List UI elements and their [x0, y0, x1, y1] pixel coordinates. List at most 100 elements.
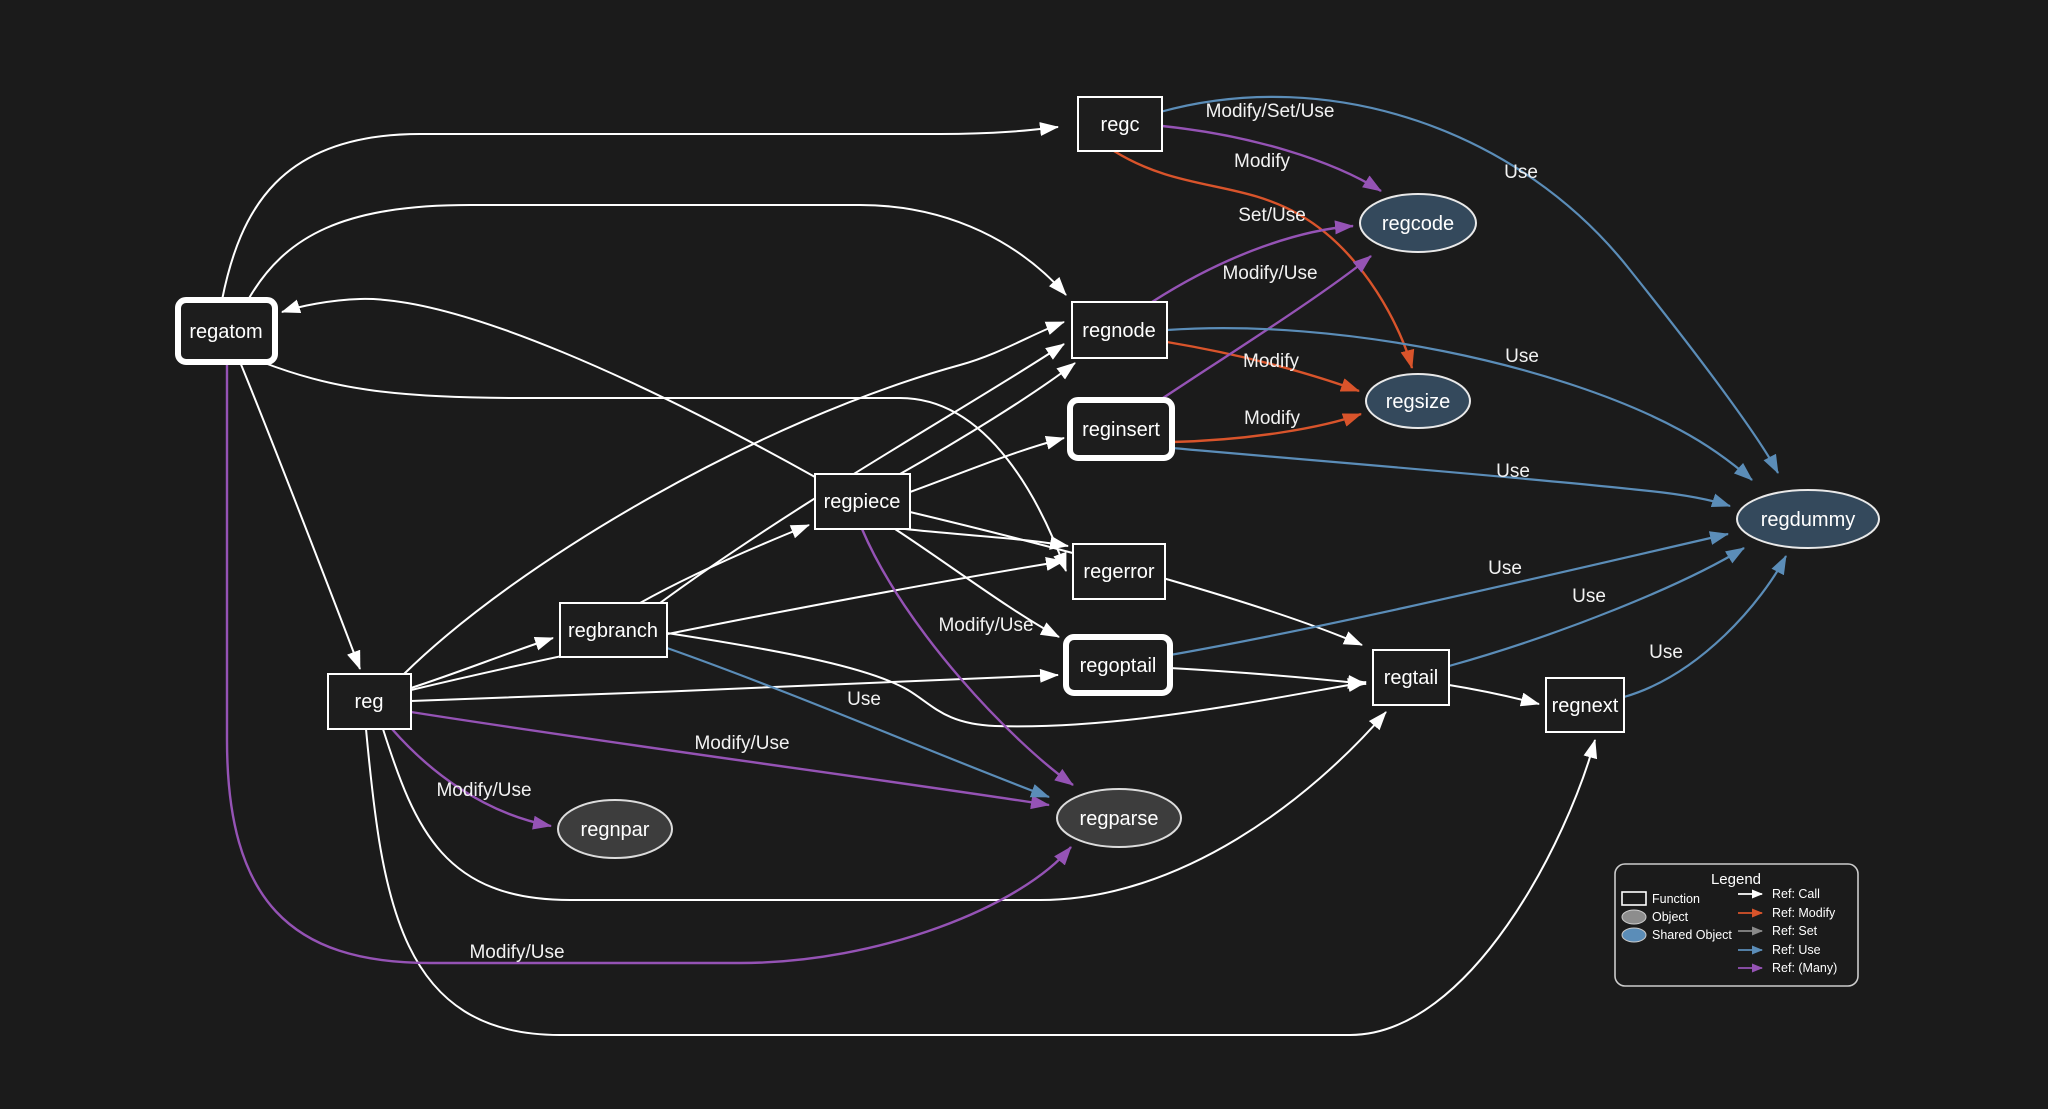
edge-regbranch-regtail	[666, 632, 1367, 728]
edge-label-regnode-regcode: Set/Use	[1238, 205, 1306, 226]
edge-label-regatom-regparse: Modify/Use	[469, 942, 564, 963]
edge-regoptail-regtail	[1169, 667, 1367, 689]
edge-regnode-regcode	[1151, 220, 1354, 304]
edges-use	[666, 95, 1787, 799]
edge-regpiece-regerror	[904, 528, 1069, 550]
edge-regpiece-regparse	[860, 528, 1074, 786]
node-regerror-box	[1072, 543, 1166, 600]
legend-shared-object-swatch-icon	[1621, 927, 1647, 943]
legend-shared-object-label: Shared Object	[1652, 928, 1732, 942]
node-reg-label: reg	[355, 691, 384, 713]
edge-reg-regoptail	[410, 668, 1059, 702]
node-regpiece: regpiece	[814, 473, 911, 530]
node-regdummy-ellipse	[1736, 489, 1880, 549]
edge-regtail-regnext	[1448, 684, 1540, 707]
edge-regc-regsize	[1113, 149, 1415, 369]
node-reginsert: reginsert	[1067, 397, 1175, 461]
node-regoptail-box	[1063, 634, 1173, 696]
node-regnode: regnode	[1071, 301, 1168, 359]
node-reginsert-label: reginsert	[1082, 419, 1160, 441]
edge-regbranch-regparse	[666, 646, 1050, 799]
node-regtail: regtail	[1372, 649, 1450, 706]
edge-label-regbranch-regparse: Use	[847, 689, 881, 710]
node-regnext-box	[1545, 677, 1625, 733]
node-regatom-box	[175, 297, 278, 365]
edge-label-regc-regsize: Modify	[1234, 151, 1290, 172]
edge-regatom-regnode	[247, 204, 1067, 301]
legend-object-swatch-icon	[1621, 909, 1647, 925]
node-regcode-ellipse	[1359, 193, 1477, 253]
node-regc: regc	[1077, 96, 1163, 152]
node-regcode: regcode	[1359, 193, 1477, 253]
edge-label-regc-regdummy: Use	[1504, 162, 1538, 183]
edge-regpiece-regnode	[899, 362, 1076, 475]
node-regnext-label: regnext	[1552, 695, 1619, 717]
node-regnpar: regnpar	[557, 799, 673, 859]
node-regbranch: regbranch	[559, 602, 668, 658]
node-regc-label: regc	[1101, 114, 1140, 136]
edge-label-regnode-regdummy: Use	[1505, 346, 1539, 367]
node-regc-box	[1077, 96, 1163, 152]
edge-label-regnext-regdummy: Use	[1649, 642, 1683, 663]
edge-regc-regdummy	[1159, 95, 1779, 474]
node-regsize-ellipse	[1365, 373, 1471, 429]
node-reg-box	[327, 673, 412, 730]
nodes: regc regatom regnode reginsert regpiece …	[175, 96, 1880, 859]
node-regatom: regatom	[175, 297, 278, 365]
edge-reginsert-regdummy	[1171, 446, 1731, 508]
legend-function-label: Function	[1652, 892, 1700, 906]
edge-regatom-regc	[221, 122, 1059, 301]
legend-ref-modify-label: Ref: Modify	[1772, 906, 1836, 920]
edge-label-reg-regnpar: Modify/Use	[436, 780, 531, 801]
node-regpiece-box	[814, 473, 911, 530]
node-regerror: regerror	[1072, 543, 1166, 600]
edge-label-reginsert-regdummy: Use	[1496, 461, 1530, 482]
edge-regbranch-regnode	[659, 343, 1065, 604]
node-reginsert-box	[1067, 397, 1175, 461]
edge-label-regoptail-regdummy: Use	[1488, 558, 1522, 579]
node-regtail-label: regtail	[1384, 667, 1438, 689]
node-regbranch-label: regbranch	[568, 620, 658, 642]
edge-label-reg-regparse: Modify/Use	[694, 733, 789, 754]
edge-label-reginsert-regcode: Modify/Use	[1222, 263, 1317, 284]
node-regparse-label: regparse	[1080, 808, 1159, 830]
edge-labels: Modify/Set/Use Modify Use Set/Use Modify…	[436, 101, 1682, 963]
edge-reg-regnode	[403, 321, 1065, 675]
edges-modify	[1113, 149, 1415, 444]
node-regpiece-label: regpiece	[824, 491, 901, 513]
legend-border	[1614, 863, 1859, 987]
edge-label-regnode-regsize: Modify	[1243, 351, 1299, 372]
node-regnode-label: regnode	[1082, 320, 1155, 342]
node-regparse-ellipse	[1056, 788, 1182, 848]
node-regbranch-box	[559, 602, 668, 658]
node-regatom-label: regatom	[189, 321, 262, 343]
legend-function-swatch-icon	[1621, 891, 1647, 906]
edge-regtail-regdummy	[1448, 547, 1745, 668]
node-regerror-label: regerror	[1083, 561, 1154, 583]
edge-regatom-regparse	[225, 362, 1072, 965]
node-regnpar-ellipse	[557, 799, 673, 859]
edge-reg-regnext	[365, 728, 1598, 1036]
edge-regnode-regdummy	[1166, 327, 1753, 481]
legend: Legend Function Object Shared Object Ref…	[1614, 863, 1859, 987]
node-regparse: regparse	[1056, 788, 1182, 848]
edge-regpiece-reginsert	[909, 435, 1065, 493]
edge-reginsert-regsize	[1171, 412, 1362, 444]
edge-reg-regerror	[410, 557, 1065, 691]
legend-ref-use-label: Ref: Use	[1772, 943, 1821, 957]
edge-regatom-regerror	[261, 361, 1067, 572]
node-regsize: regsize	[1365, 373, 1471, 429]
edge-regc-regcode	[1161, 124, 1382, 193]
legend-ref-many-label: Ref: (Many)	[1772, 961, 1837, 975]
edge-label-reginsert-regsize: Modify	[1244, 408, 1300, 429]
legend-title: Legend	[1711, 871, 1761, 888]
node-regoptail: regoptail	[1063, 634, 1173, 696]
edge-regpiece-regatom	[281, 297, 816, 478]
node-regoptail-label: regoptail	[1080, 655, 1157, 677]
edge-regpiece-regoptail	[894, 528, 1060, 638]
edge-regnext-regdummy	[1623, 555, 1787, 699]
edge-reg-regtail	[382, 711, 1387, 901]
